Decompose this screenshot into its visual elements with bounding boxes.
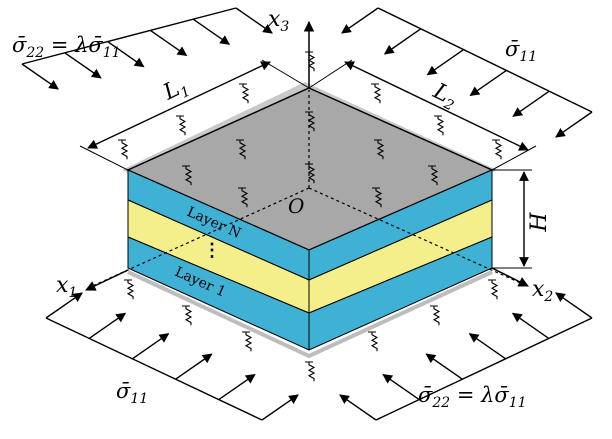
layers-ellipsis: ⋮ [203, 240, 221, 261]
H-label: H [527, 212, 552, 233]
L1-ext-2 [261, 59, 310, 89]
x1-label: x1 [56, 273, 77, 301]
load-label-top-left: σ̄22 = λσ̄11 [12, 33, 121, 61]
spring-element [184, 306, 193, 326]
load-tl-arrow [21, 63, 59, 90]
x1-axis [85, 269, 129, 291]
x2-axis [491, 267, 529, 287]
load-tr-arrow [341, 7, 379, 34]
L1-dimension [87, 61, 271, 149]
load-bl-arrow [218, 373, 256, 401]
load-br-base-line [375, 317, 593, 421]
load-tl-base-line [21, 7, 237, 65]
svg-text:H: H [527, 212, 552, 233]
spring-element [490, 280, 499, 300]
L2-ext-1 [308, 59, 353, 89]
L2-label: L2 [427, 78, 461, 114]
load-tr-arrow [426, 49, 464, 76]
spring-element [370, 332, 379, 352]
spring-element [307, 164, 316, 184]
load-bl-arrow [132, 333, 170, 360]
L1-ext-1 [79, 145, 129, 171]
load-bl-arrow [45, 292, 83, 319]
load-br-arrow [425, 353, 463, 380]
spring-element [436, 116, 445, 136]
spring-element [238, 140, 247, 160]
load-br-arrow [468, 333, 506, 360]
load-tr-arrow [469, 69, 507, 97]
spring-element [120, 140, 129, 160]
L2-ext-2 [491, 145, 537, 171]
origin-label: O [288, 194, 304, 218]
load-tr-base-line [377, 7, 593, 113]
load-br-arrow [555, 292, 593, 319]
load-bl-base-line [45, 317, 263, 421]
spring-element [240, 188, 249, 208]
load-arrows-top-left [21, 7, 273, 90]
load-label-bottom-right: σ̄22 = λσ̄11 [418, 383, 527, 411]
load-tl-arrow [150, 29, 188, 57]
load-tr-arrow [512, 90, 550, 117]
load-bl-arrow [88, 312, 127, 339]
spring-element [307, 362, 316, 382]
load-tl-arrow [64, 52, 102, 79]
spring-element [376, 140, 385, 160]
load-tr-arrow [383, 28, 422, 55]
spring-element [307, 112, 316, 132]
L1-label: L1 [159, 73, 193, 109]
load-arrows-bottom-left [45, 292, 299, 421]
spring-element [374, 188, 383, 208]
x1-axis-hidden [87, 187, 310, 289]
svg-text:L1: L1 [159, 73, 193, 109]
x3-label: x3 [268, 7, 289, 35]
load-tl-arrow [192, 18, 231, 45]
svg-text:L2: L2 [427, 78, 461, 114]
spring-element [430, 166, 439, 186]
L2-dimension [344, 61, 529, 151]
bottom-shadow-edge [127, 270, 493, 359]
springs [118, 51, 503, 382]
spring-element [373, 84, 382, 104]
spring-element [244, 332, 253, 352]
load-tr-arrow [555, 111, 593, 138]
spring-element [178, 116, 187, 136]
load-arrows-bottom-right [339, 292, 593, 421]
load-br-arrow [382, 373, 420, 401]
load-br-arrow [511, 312, 550, 339]
load-label-top-right: σ̄11 [505, 37, 537, 65]
spring-element [241, 84, 250, 104]
load-bl-arrow [261, 394, 299, 421]
load-arrows-top-right [341, 7, 593, 138]
x2-label: x2 [532, 277, 553, 305]
spring-element [307, 52, 316, 72]
load-bl-arrow [175, 353, 213, 380]
spring-element [126, 280, 135, 300]
spring-element [432, 306, 441, 326]
load-br-arrow [339, 394, 377, 421]
spring-element [494, 140, 503, 160]
load-label-bottom-left: σ̄11 [116, 379, 148, 407]
load-tl-arrow [235, 7, 273, 34]
spring-element [184, 166, 193, 186]
load-tl-arrow [107, 41, 145, 68]
